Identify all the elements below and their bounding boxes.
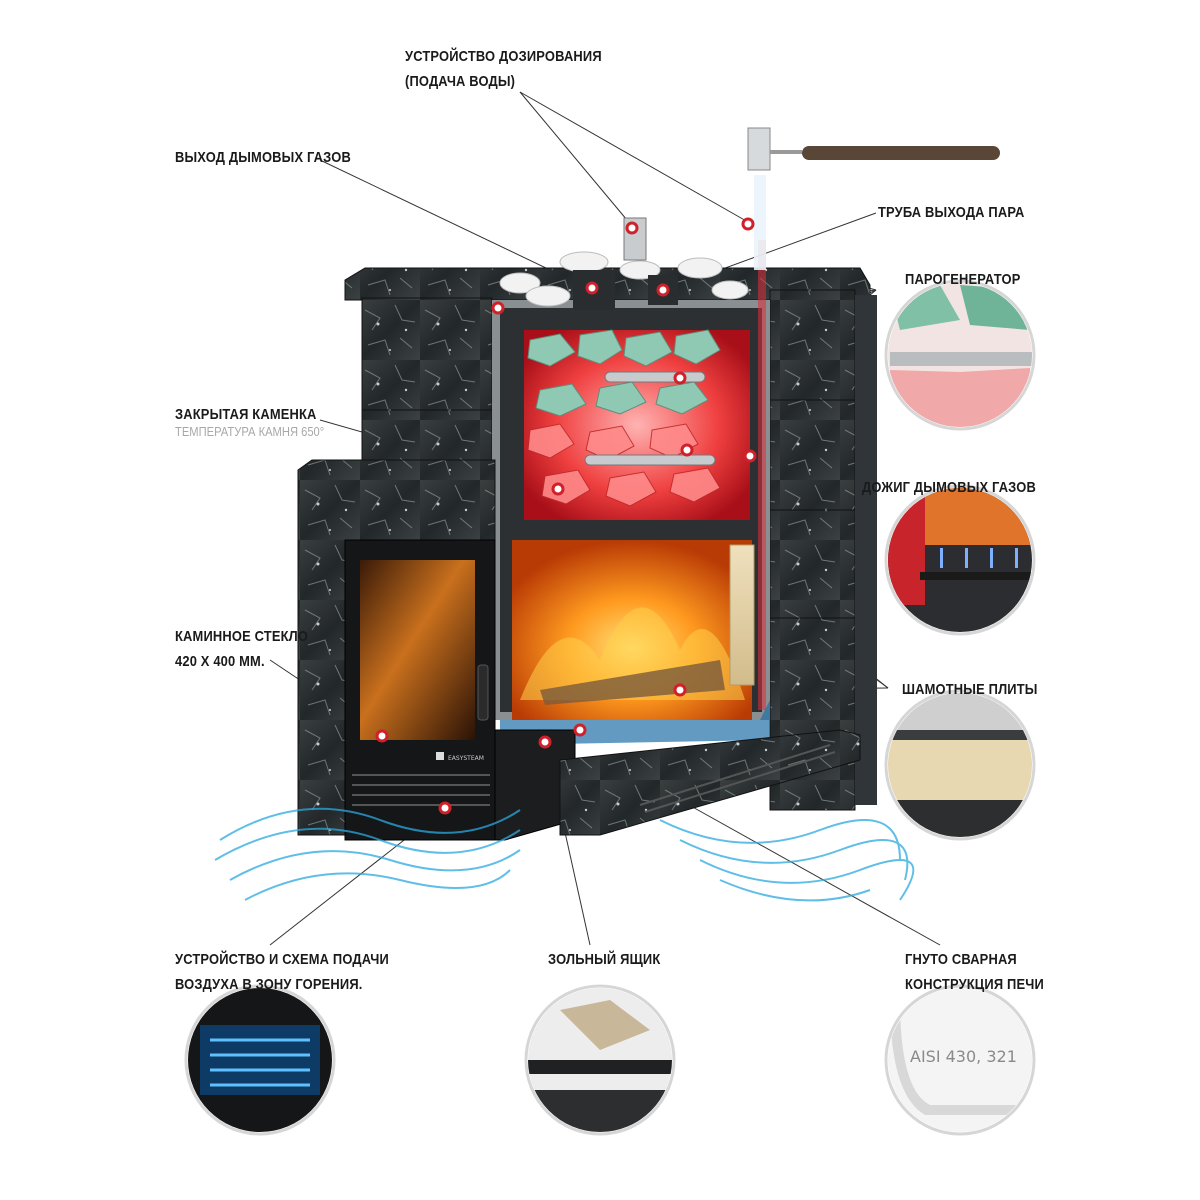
detail-ash-box [524,984,676,1136]
marker-dots [375,217,757,815]
air-flow-waves [214,807,915,902]
label-glass-line2: 420 X 400 ММ. [175,653,265,670]
steel-grades: AISI 430, 321 [910,1047,1017,1066]
label-smoke-exit: ВЫХОД ДЫМОВЫХ ГАЗОВ [175,149,351,166]
label-chamotte: ШАМОТНЫЕ ПЛИТЫ [902,681,1038,698]
label-welded-line2: КОНСТРУКЦИЯ ПЕЧИ [905,976,1044,993]
label-dosing-line2: (ПОДАЧА ВОДЫ) [405,73,516,90]
detail-welded: AISI 430, 321 [884,984,1036,1136]
detail-air-supply [184,984,336,1136]
label-ash-box: ЗОЛЬНЫЙ ЯЩИК [548,951,661,968]
detail-chamotte [884,689,1036,841]
label-air-supply-line2: ВОЗДУХА В ЗОНУ ГОРЕНИЯ. [175,976,363,993]
label-welded-line1: ГНУТО СВАРНАЯ [905,951,1017,968]
stove-illustration: EASYSTEAM [214,127,1000,902]
label-air-supply-line1: УСТРОЙСТВО И СХЕМА ПОДАЧИ [175,951,389,968]
label-closed-heater: ЗАКРЫТАЯ КАМЕНКА [175,406,317,423]
label-closed-heater-sub: ТЕМПЕРАТУРА КАМНЯ 650° [175,424,325,439]
label-steam-pipe: ТРУБА ВЫХОДА ПАРА [878,204,1025,221]
label-steam-generator: ПАРОГЕНЕРАТОР [905,271,1021,288]
label-dosing-line1: УСТРОЙСТВО ДОЗИРОВАНИЯ [405,48,602,65]
door-brand: EASYSTEAM [448,755,484,762]
detail-steam-generator [884,279,1036,431]
label-afterburn: ДОЖИГ ДЫМОВЫХ ГАЗОВ [862,479,1036,496]
label-glass-line1: КАМИННОЕ СТЕКЛО [175,628,309,645]
detail-afterburn [884,484,1036,636]
